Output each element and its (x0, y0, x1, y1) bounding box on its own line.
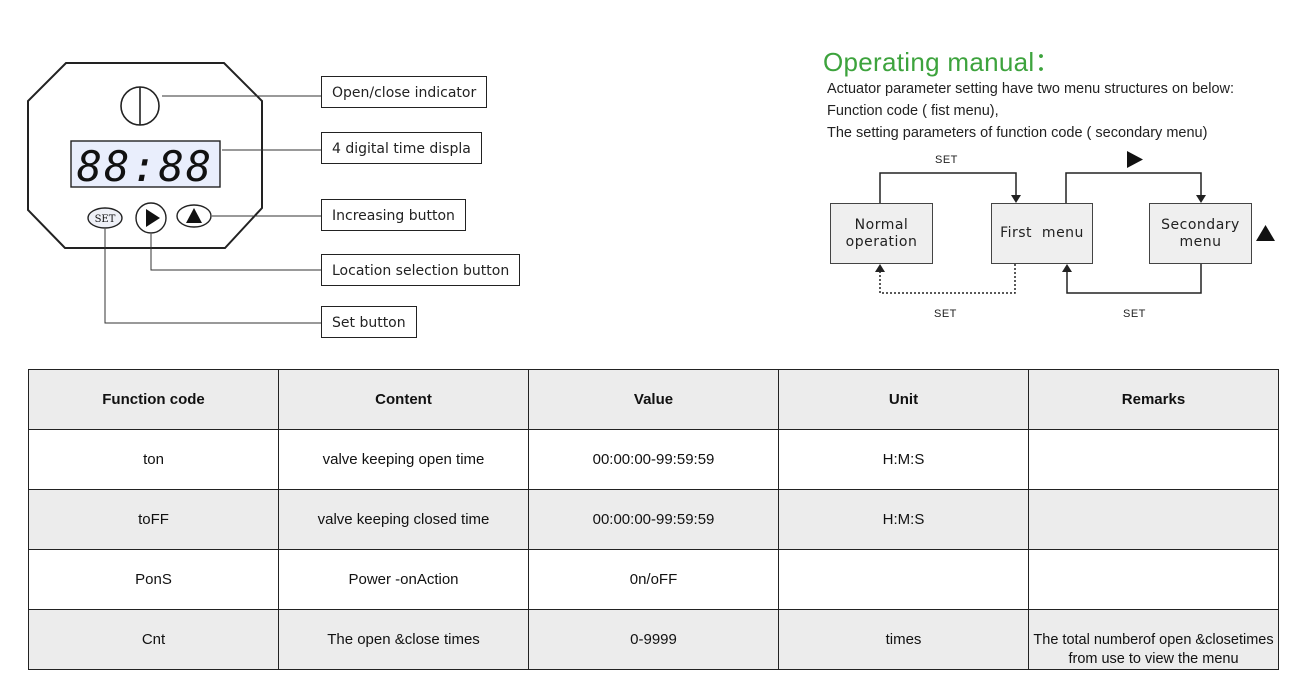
flow-label-set-top: SET (935, 154, 958, 166)
table-row: Cnt The open &close times 0-9999 times T… (28, 609, 1279, 670)
cell-unit: times (778, 609, 1029, 670)
header-function-code: Function code (28, 369, 279, 430)
cell-value: 00:00:00-99:59:59 (528, 429, 779, 490)
cell-code: PonS (28, 549, 279, 610)
cell-content: The open &close times (278, 609, 529, 670)
remarks-line-2: from use to view the menu (1068, 651, 1239, 667)
cell-value: 0-9999 (528, 609, 779, 670)
table-row: ton valve keeping open time 00:00:00-99:… (28, 429, 1279, 490)
cell-remarks (1028, 549, 1279, 610)
cell-unit: H:M:S (778, 429, 1029, 490)
flow-box-first-menu: First menu (991, 203, 1093, 264)
play-right-icon (146, 209, 160, 227)
cell-code: Cnt (28, 609, 279, 670)
table-row: PonS Power -onAction 0n/oFF (28, 549, 1279, 610)
header-content: Content (278, 369, 529, 430)
flow-label-set-bottom-left: SET (934, 308, 957, 320)
increasing-button[interactable] (176, 204, 212, 228)
cell-value: 00:00:00-99:59:59 (528, 489, 779, 550)
flow-normal-line1: Normal (854, 216, 909, 233)
digital-display (70, 140, 221, 188)
indicator-icon (120, 86, 160, 126)
flow-first-menu-label: First menu (1000, 225, 1084, 241)
cell-content: Power -onAction (278, 549, 529, 610)
triangle-up-icon (1256, 225, 1275, 241)
callout-open-close-indicator: Open/close indicator (321, 76, 488, 108)
triangle-up-icon (186, 208, 202, 223)
cell-code: ton (28, 429, 279, 490)
manual-line-1: Actuator parameter setting have two menu… (827, 81, 1235, 97)
flow-secondary-line1: Secondary (1161, 216, 1240, 233)
cell-remarks (1028, 489, 1279, 550)
header-value: Value (528, 369, 779, 430)
manual-line-3: The setting parameters of function code … (827, 125, 1208, 141)
cell-unit (778, 549, 1029, 610)
function-code-table: Function code Content Value Unit Remarks… (28, 369, 1279, 670)
callout-increasing-button: Increasing button (321, 199, 466, 231)
header-remarks: Remarks (1028, 369, 1279, 430)
device-diagram: 88:88 SET (27, 62, 1275, 324)
flow-secondary-line2: menu (1179, 233, 1222, 250)
play-right-icon (1127, 151, 1143, 168)
cell-value: 0n/oFF (528, 549, 779, 610)
table-row: toFF valve keeping closed time 00:00:00-… (28, 489, 1279, 550)
callout-digital-display: 4 digital time displa (321, 132, 482, 164)
set-button[interactable]: SET (87, 207, 123, 229)
manual-line-2: Function code ( fist menu), (827, 103, 999, 119)
display-digits: 88:88 (77, 142, 213, 191)
cell-unit: H:M:S (778, 489, 1029, 550)
cell-content: valve keeping open time (278, 429, 529, 490)
cell-content: valve keeping closed time (278, 489, 529, 550)
remarks-line-1: The total numberof open &closetimes (1033, 632, 1274, 648)
flow-normal-line2: operation (845, 233, 918, 250)
header-unit: Unit (778, 369, 1029, 430)
flow-label-set-bottom-right: SET (1123, 308, 1146, 320)
cell-remarks: The total numberof open &closetimes from… (1028, 609, 1279, 670)
callout-set-button: Set button (321, 306, 417, 338)
manual-title: Operating manual： (823, 47, 1061, 77)
cell-remarks (1028, 429, 1279, 490)
cell-code: toFF (28, 489, 279, 550)
location-selection-button[interactable] (135, 202, 167, 234)
callout-location-selection-button: Location selection button (321, 254, 521, 286)
table-header-row: Function code Content Value Unit Remarks (28, 369, 1279, 430)
svg-text:SET: SET (95, 214, 116, 225)
